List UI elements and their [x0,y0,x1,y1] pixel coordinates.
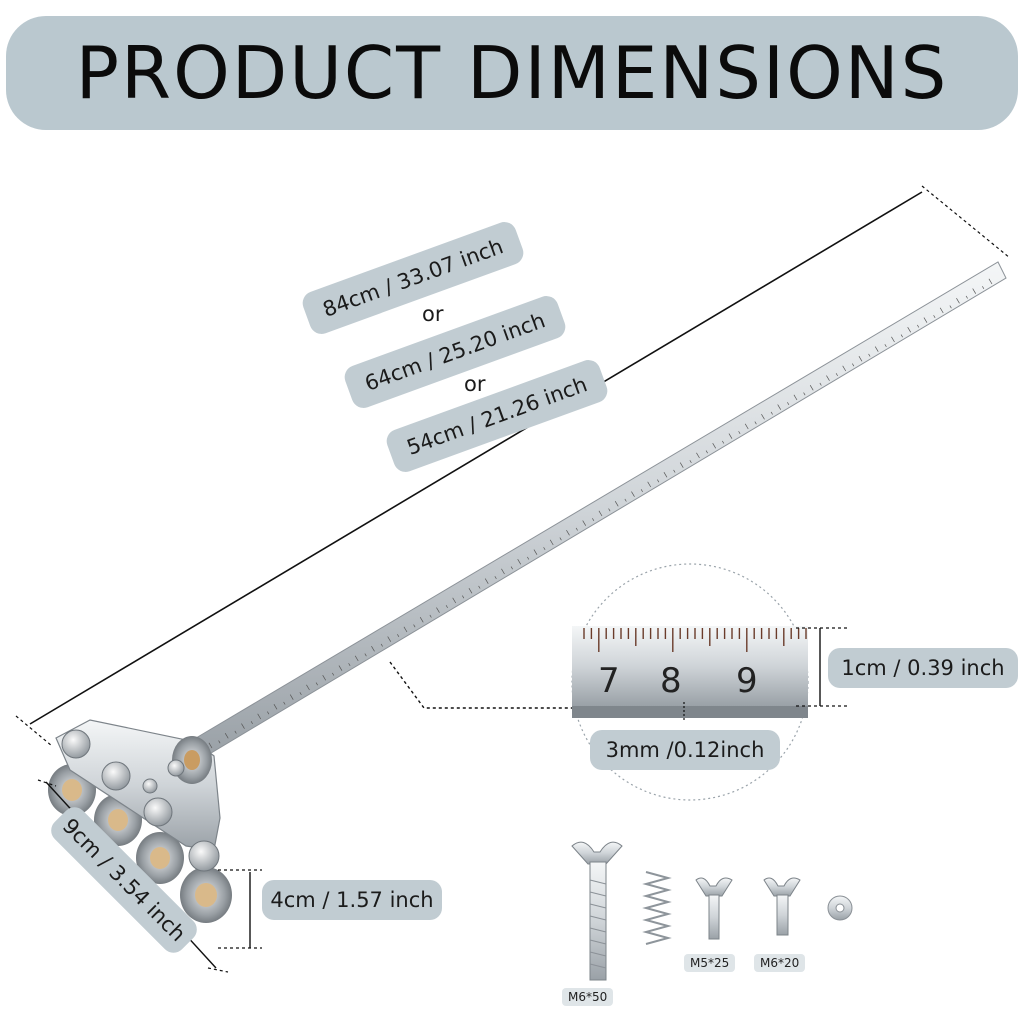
plate-bolts [61,729,220,872]
detail-scale-ticks [583,628,807,652]
length-dimension-line [15,185,1011,747]
or-label-2: or [464,372,486,396]
wing-screw-m5x25 [695,877,733,940]
label-m6x50: M6*50 [562,988,614,1006]
base-height-dimension [218,869,262,949]
roller-base [48,719,232,923]
banner-title: PRODUCT DIMENSIONS [75,31,949,115]
ruler-thickness-label: 3mm /0.12inch [590,730,780,770]
label-m5x25: M5*25 [684,954,736,972]
hardware-parts [571,841,853,981]
wing-screw-m6x20 [763,877,801,936]
title-banner: PRODUCT DIMENSIONS [6,16,1018,130]
ruler-width-text: 1cm / 0.39 inch [841,656,1005,680]
base-height-label: 4cm / 1.57 inch [262,880,442,920]
ruler-scale [208,278,993,749]
scale-number-8: 8 [660,661,682,701]
washer [827,895,853,921]
spring [642,871,672,945]
scale-number-7: 7 [598,661,620,701]
roller-bearings [48,764,232,923]
label-m6x20: M6*20 [754,954,806,972]
base-height-text: 4cm / 1.57 inch [270,888,434,912]
scale-number-9: 9 [736,661,758,701]
or-label-1: or [422,302,444,326]
ruler-width-label: 1cm / 0.39 inch [828,648,1018,688]
ruler-thickness-text: 3mm /0.12inch [605,738,765,762]
long-bolt-m6x50 [571,841,623,981]
